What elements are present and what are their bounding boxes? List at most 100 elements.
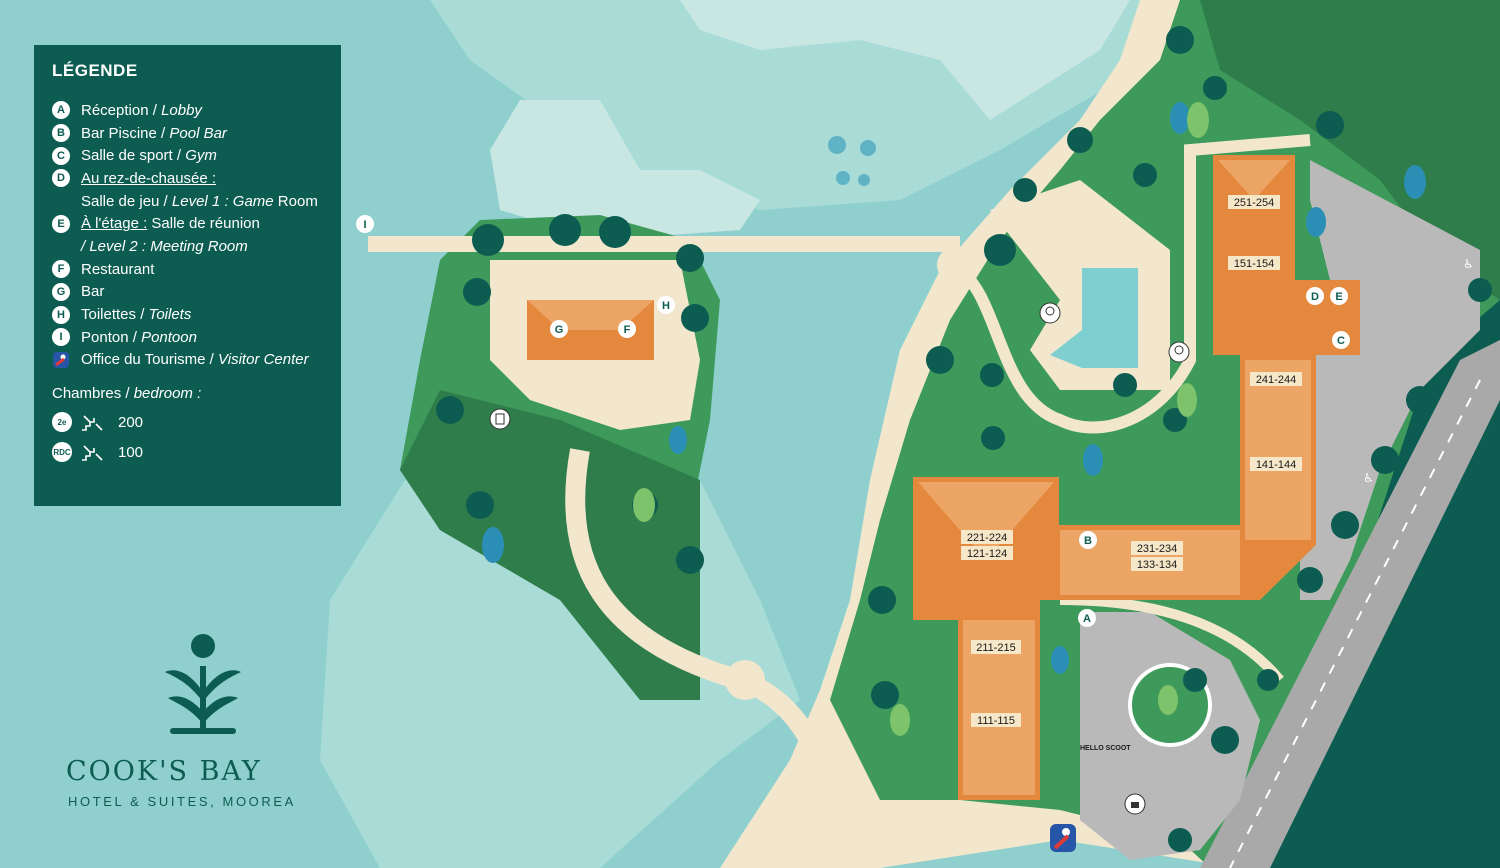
legend-title: LÉGENDE [52,61,138,80]
light-trees [633,102,1209,736]
palm-tree-icon [1163,408,1187,432]
svg-text:♿: ♿ [1463,257,1474,271]
legend-item-visitor-center: Office du Tourisme / Visitor Center [52,349,341,372]
palm-tree-icon [1013,178,1037,202]
coral-reef [828,136,876,186]
parking-lot [1300,160,1480,600]
palm-tree-icon [599,216,631,248]
palm-tree-icon [436,396,464,424]
shower-icon [1168,341,1190,363]
marker-F[interactable]: F [618,320,636,338]
palm-tree-icon [463,278,491,306]
svg-text:B: B [1084,535,1092,547]
visitor-center-icon [1050,824,1076,852]
svg-text:C: C [1337,335,1345,347]
marker-D[interactable]: D [1306,287,1324,305]
palm-tree-icon [1203,76,1227,100]
legend-badge: D [52,169,70,188]
legend-item-bar: G Bar [52,281,341,304]
legend-item-pontoon: I Ponton / Pontoon [52,326,341,349]
bridge-landing [725,660,765,700]
legend-item-restaurant: F Restaurant [52,258,341,281]
palm-tree-icon [676,546,704,574]
palm-tree-icon [868,586,896,614]
floor-badge: RDC [52,442,72,463]
room-label: 231-234 [1137,543,1177,555]
floor-rdc-rooms: RDC 100 [52,442,144,463]
palm-tree-icon [871,681,899,709]
floor-2-rooms: 2e 200 [52,407,341,437]
palm-tree-icon [676,244,704,272]
accessible-parking-icon: ♿ [1363,471,1374,485]
scooter-rental-label: HELLO SCOOT [1080,745,1131,752]
palm-tree-icon [1371,446,1399,474]
marker-I[interactable]: I [356,215,374,233]
legend-badge: F [52,260,70,279]
lock-icon [1124,793,1146,815]
svg-text:A: A [1083,613,1091,625]
palm-tree-icon [980,363,1004,387]
palm-tree-icon [472,224,504,256]
svg-text:E: E [1335,291,1342,303]
marker-B[interactable]: B [1079,531,1097,549]
shallow-water-light [490,100,760,240]
legend-badge: I [52,328,70,347]
room-label: 211-215 [976,642,1016,654]
pontoon-walkway [368,236,960,252]
accessible-parking-icon: ♿ [1463,257,1474,271]
main-road [1200,340,1500,868]
hotel-name: COOK'S BAY [66,756,262,787]
map-markers: A B C D E F G H I [356,215,1350,627]
roof-ridge-north [1245,360,1311,540]
legend-item-meeting-room-detail: / Level 2 : Meeting Room [81,237,248,255]
palm-tree-icon [984,234,1016,266]
marker-E[interactable]: E [1330,287,1348,305]
palm-tree-icon [1331,511,1359,539]
legend-item-game-room: D Au rez-de-chausée : [52,167,341,190]
stairs-icon [82,445,103,462]
palm-tree-icon [466,491,494,519]
room-label: 241-244 [1256,374,1296,386]
legend-badge: H [52,305,70,324]
legend-item-gym: C Salle de sport / Gym [52,144,341,167]
room-label: 141-144 [1256,459,1296,471]
bedrooms-heading: Chambres / bedroom : [52,385,202,403]
room-label: 121-124 [967,548,1007,560]
entrance-path [1059,595,1284,684]
marker-A[interactable]: A [1078,609,1096,627]
room-labels: 251-254 151-154 241-244 141-144 221-224 … [961,195,1302,727]
shallow-water-reef [680,0,1130,120]
legend-badge: C [52,146,70,165]
palm-tree-icon [1166,26,1194,54]
legend-badge: G [52,282,70,301]
stairs-icon [82,415,103,432]
marker-G[interactable]: G [550,320,568,338]
emergency-exit-icon [489,408,511,430]
palm-tree-icon [1257,669,1279,691]
shower-icon [1039,302,1061,324]
blue-trees [482,102,1426,674]
palm-tree-icon [1297,567,1323,593]
palm-tree-icon [1468,278,1492,302]
roof-ridge-south [963,620,1035,795]
swimming-pool [1050,268,1138,368]
room-label: 251-254 [1234,197,1274,209]
palm-tree-icon [1406,386,1434,414]
marker-H[interactable]: H [657,296,675,314]
legend-item-game-room-detail: Salle de jeu / Level 1 : Game Room [81,192,318,210]
palm-tree-icon [549,214,581,246]
svg-text:F: F [624,324,631,336]
palm-tree-icon [1168,828,1192,852]
svg-text:H: H [662,300,670,312]
marker-C[interactable]: C [1332,331,1350,349]
floor-badge: 2e [52,412,72,433]
legend-item-lobby: A Réception / Lobby [52,99,341,122]
palm-trees [436,26,1492,852]
room-label: 133-134 [1137,559,1177,571]
palm-tree-icon [1316,111,1344,139]
garden-path [956,134,1311,434]
palm-tree-icon [926,346,954,374]
room-label: 111-115 [977,715,1015,727]
